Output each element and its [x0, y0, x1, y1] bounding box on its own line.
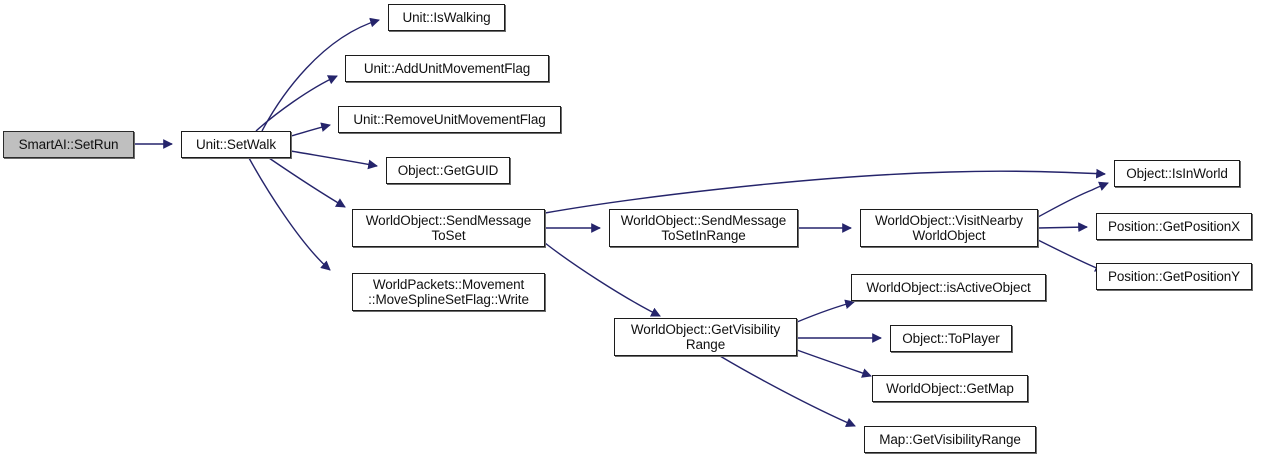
- graph-node-label: Unit::RemoveUnitMovementFlag: [353, 112, 546, 127]
- edge-n9-to-n12: [1037, 239, 1105, 272]
- graph-node-n12[interactable]: Position::GetPositionY: [1096, 263, 1252, 290]
- graph-node-label: Object::ToPlayer: [902, 331, 1000, 346]
- graph-node-label: Position::GetPositionX: [1107, 219, 1241, 234]
- graph-node-n3[interactable]: Unit::AddUnitMovementFlag: [345, 55, 549, 82]
- edge-n9-to-n11: [1037, 222, 1088, 233]
- graph-node-n1[interactable]: Unit::SetWalk: [181, 131, 291, 158]
- graph-node-label: Unit::SetWalk: [196, 137, 276, 152]
- edge-n1-to-n3: [255, 75, 338, 132]
- edge-n1-to-n7: [248, 157, 331, 271]
- graph-node-n8[interactable]: WorldObject::SendMessage ToSetInRange: [609, 209, 798, 247]
- edge-n1-to-n6: [268, 157, 346, 208]
- graph-node-n16[interactable]: WorldObject::GetMap: [872, 375, 1028, 402]
- graph-node-label: Map::GetVisibilityRange: [879, 432, 1021, 447]
- graph-node-n2[interactable]: Unit::IsWalking: [388, 4, 505, 31]
- graph-node-label: SmartAI::SetRun: [18, 137, 119, 152]
- graph-node-n15[interactable]: Object::ToPlayer: [890, 325, 1012, 352]
- graph-node-n4[interactable]: Unit::RemoveUnitMovementFlag: [338, 106, 561, 133]
- edge-n1-to-n4: [290, 122, 331, 137]
- graph-node-label: Unit::IsWalking: [402, 10, 491, 25]
- graph-node-n17[interactable]: Map::GetVisibilityRange: [864, 426, 1036, 453]
- edge-n14-to-n17: [719, 355, 856, 427]
- graph-node-label: Position::GetPositionY: [1107, 269, 1241, 284]
- graph-node-label: Object::GetGUID: [397, 163, 499, 178]
- graph-node-label: Unit::AddUnitMovementFlag: [363, 61, 531, 76]
- graph-node-n6[interactable]: WorldObject::SendMessage ToSet: [352, 209, 545, 247]
- edge-n9-to-n10: [1037, 181, 1109, 218]
- graph-node-n7[interactable]: WorldPackets::Movement ::MoveSplineSetFl…: [352, 273, 545, 311]
- graph-node-label: WorldObject::SendMessage ToSet: [365, 213, 532, 243]
- graph-node-label: Object::IsInWorld: [1126, 166, 1228, 181]
- edge-n6-to-n10: [544, 168, 1106, 214]
- graph-node-n14[interactable]: WorldObject::GetVisibility Range: [614, 318, 797, 356]
- graph-node-label: WorldObject::GetMap: [886, 381, 1014, 396]
- graph-node-label: WorldObject::GetVisibility Range: [630, 322, 781, 352]
- graph-node-n0[interactable]: SmartAI::SetRun: [3, 131, 134, 158]
- edge-n6-to-n14: [544, 242, 661, 317]
- graph-node-label: WorldObject::isActiveObject: [866, 280, 1031, 295]
- edge-n14-to-n16: [796, 349, 872, 378]
- graph-node-n5[interactable]: Object::GetGUID: [386, 157, 510, 184]
- graph-node-n9[interactable]: WorldObject::VisitNearby WorldObject: [860, 209, 1038, 247]
- edge-n14-to-n13: [796, 299, 855, 323]
- graph-node-n13[interactable]: WorldObject::isActiveObject: [851, 274, 1046, 301]
- edge-n1-to-n5: [290, 150, 378, 170]
- graph-node-label: WorldObject::VisitNearby WorldObject: [875, 213, 1023, 243]
- graph-node-label: WorldObject::SendMessage ToSetInRange: [620, 213, 787, 243]
- graph-node-n11[interactable]: Position::GetPositionX: [1096, 213, 1252, 240]
- graph-node-label: WorldPackets::Movement ::MoveSplineSetFl…: [368, 277, 529, 307]
- graph-node-n10[interactable]: Object::IsInWorld: [1114, 160, 1240, 187]
